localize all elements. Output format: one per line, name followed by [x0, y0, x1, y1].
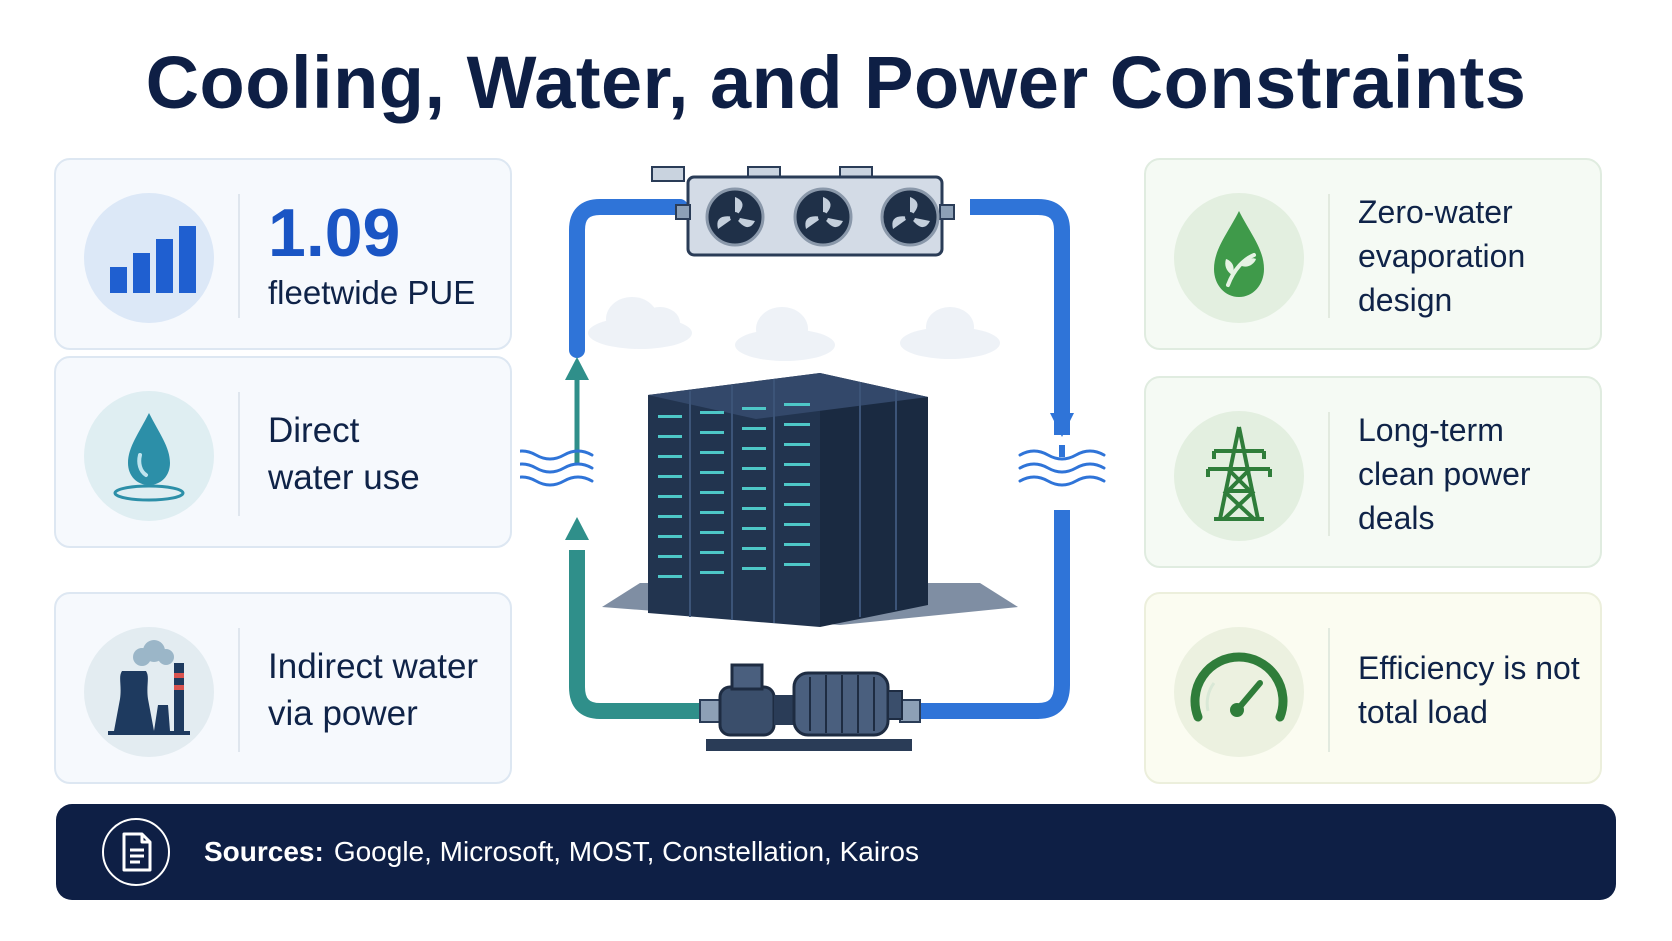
card-divider [238, 194, 240, 318]
card-divider [1328, 194, 1330, 318]
zero-water-line2: evaporation design [1358, 238, 1526, 318]
cooling-unit-fans-icon [651, 166, 955, 257]
page-title: Cooling, Water, and Power Constraints [145, 41, 1527, 124]
card-divider [238, 392, 240, 516]
document-icon [102, 818, 170, 886]
card-divider [1328, 628, 1330, 752]
clean-power-line2: clean power deals [1358, 456, 1531, 536]
card-zero-water: Zero-water evaporation design [1144, 158, 1602, 350]
clean-power-line1: Long-term [1358, 412, 1504, 448]
card-efficiency: Efficiency is not total load [1144, 592, 1602, 784]
pue-label: fleetwide PUE [268, 274, 476, 311]
sources-footer: Sources: Google, Microsoft, MOST, Conste… [56, 804, 1616, 900]
sources-label: Sources: [204, 836, 324, 867]
pue-value: 1.09 [268, 195, 401, 271]
card-pue: 1.09 fleetwide PUE [54, 158, 512, 350]
efficiency-line2: total load [1358, 694, 1488, 730]
bar-chart-icon [84, 193, 214, 323]
card-divider [1328, 412, 1330, 536]
power-plant-icon [84, 627, 214, 757]
transmission-tower-icon [1174, 411, 1304, 541]
direct-water-line1: Direct [268, 411, 360, 450]
card-direct-water: Direct water use [54, 356, 512, 548]
indirect-water-line1: Indirect water [268, 647, 479, 686]
heat-wave-icon [506, 449, 1106, 487]
gauge-icon [1174, 627, 1304, 757]
cooling-loop-diagram [506, 165, 1120, 765]
zero-water-line1: Zero-water [1358, 194, 1513, 230]
server-racks-icon [602, 373, 1018, 627]
leaf-drop-icon [1174, 193, 1304, 323]
sources-list: Google, Microsoft, MOST, Constellation, … [333, 836, 919, 867]
indirect-water-line2: via power [268, 694, 418, 733]
card-divider [238, 628, 240, 752]
pump-icon [699, 663, 921, 751]
flow-arrow-icon [565, 357, 1074, 540]
cloud-icon [588, 297, 1000, 361]
direct-water-line2: water use [268, 458, 420, 497]
card-indirect-water: Indirect water via power [54, 592, 512, 784]
water-drop-icon [84, 391, 214, 521]
card-clean-power: Long-term clean power deals [1144, 376, 1602, 568]
efficiency-line1: Efficiency is not [1358, 650, 1580, 686]
